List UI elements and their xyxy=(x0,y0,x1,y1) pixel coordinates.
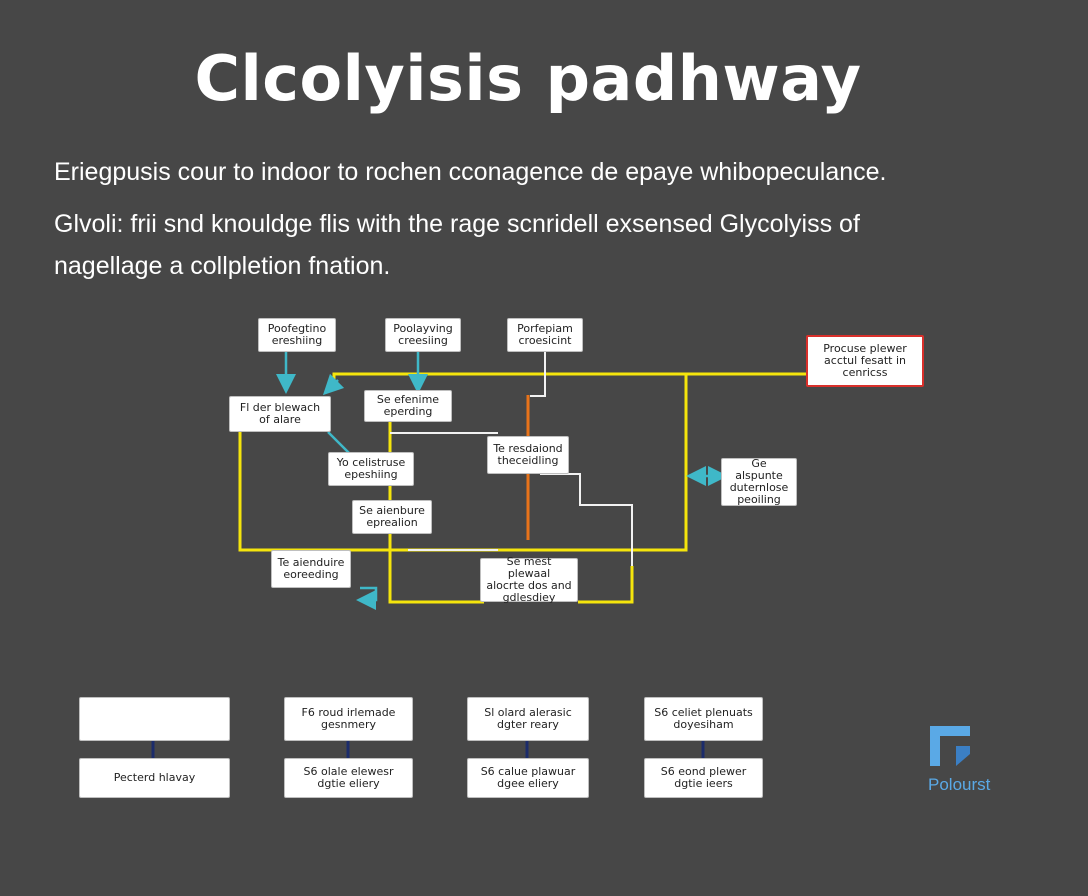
node-center-low: Se aienbure eprealion xyxy=(352,500,432,534)
node-left: Fl der blewach of alare xyxy=(229,396,331,432)
bottom-low-box-4: S6 eond plewer dgtie ieers xyxy=(644,758,763,798)
node-center-right: Te resdaiond theceidling xyxy=(487,436,569,474)
node-mid-top: Se efenime eperding xyxy=(364,390,452,422)
bottom-low-box-2: S6 olale elewesr dgtie eliery xyxy=(284,758,413,798)
intro-line-3: nagellage a collpletion fnation. xyxy=(54,252,391,280)
brand-logo-text: Polourst xyxy=(928,775,991,794)
bottom-top-box-4: S6 celiet plenuats doyesiham xyxy=(644,697,763,741)
bottom-low-box-1: Pecterd hlavay xyxy=(79,758,230,798)
white-connectors xyxy=(390,350,633,566)
intro-line-2: Glvoli: frii snd knouldge flis with the … xyxy=(54,210,860,238)
bottom-top-box-3: Sl olard alerasic dgter reary xyxy=(467,697,589,741)
node-right-mid: Ge alspunte duternlose peoiling xyxy=(721,458,797,506)
node-center-small: Yo celistruse epeshiing xyxy=(328,452,414,486)
teal-arrow-5 xyxy=(356,586,378,610)
teal-arrow-4 xyxy=(327,431,351,455)
top-box-1: Poofegtino ereshiing xyxy=(258,318,336,352)
node-bottom-left: Te aienduire eoreeding xyxy=(271,550,351,588)
top-box-2: Poolayving creesiing xyxy=(385,318,461,352)
intro-line-1: Eriegpusis cour to indoor to rochen ccon… xyxy=(54,158,887,186)
page-title: Clcolyisis padhway xyxy=(194,42,862,115)
brand-logo-icon xyxy=(930,726,970,766)
navy-connectors xyxy=(151,741,705,758)
bottom-top-box-2: F6 roud irlemade gesnmery xyxy=(284,697,413,741)
node-bottom-center: Se mest plewaal alocrte dos and gdlesdie… xyxy=(480,556,578,604)
yellow-line-bottom xyxy=(578,566,634,604)
teal-arrow-3 xyxy=(322,373,345,396)
white-line-step xyxy=(540,473,633,566)
white-line-top xyxy=(530,350,546,397)
bottom-low-box-3: S6 calue plawuar dgee eliery xyxy=(467,758,589,798)
right-highlight-box: Procuse plewer acctul fesatt in cenricss xyxy=(806,335,924,387)
yellow-line-top xyxy=(332,372,808,390)
bottom-top-box-1 xyxy=(79,697,230,741)
top-box-3: Porfepiam croesicint xyxy=(507,318,583,352)
teal-arrows xyxy=(276,352,728,610)
